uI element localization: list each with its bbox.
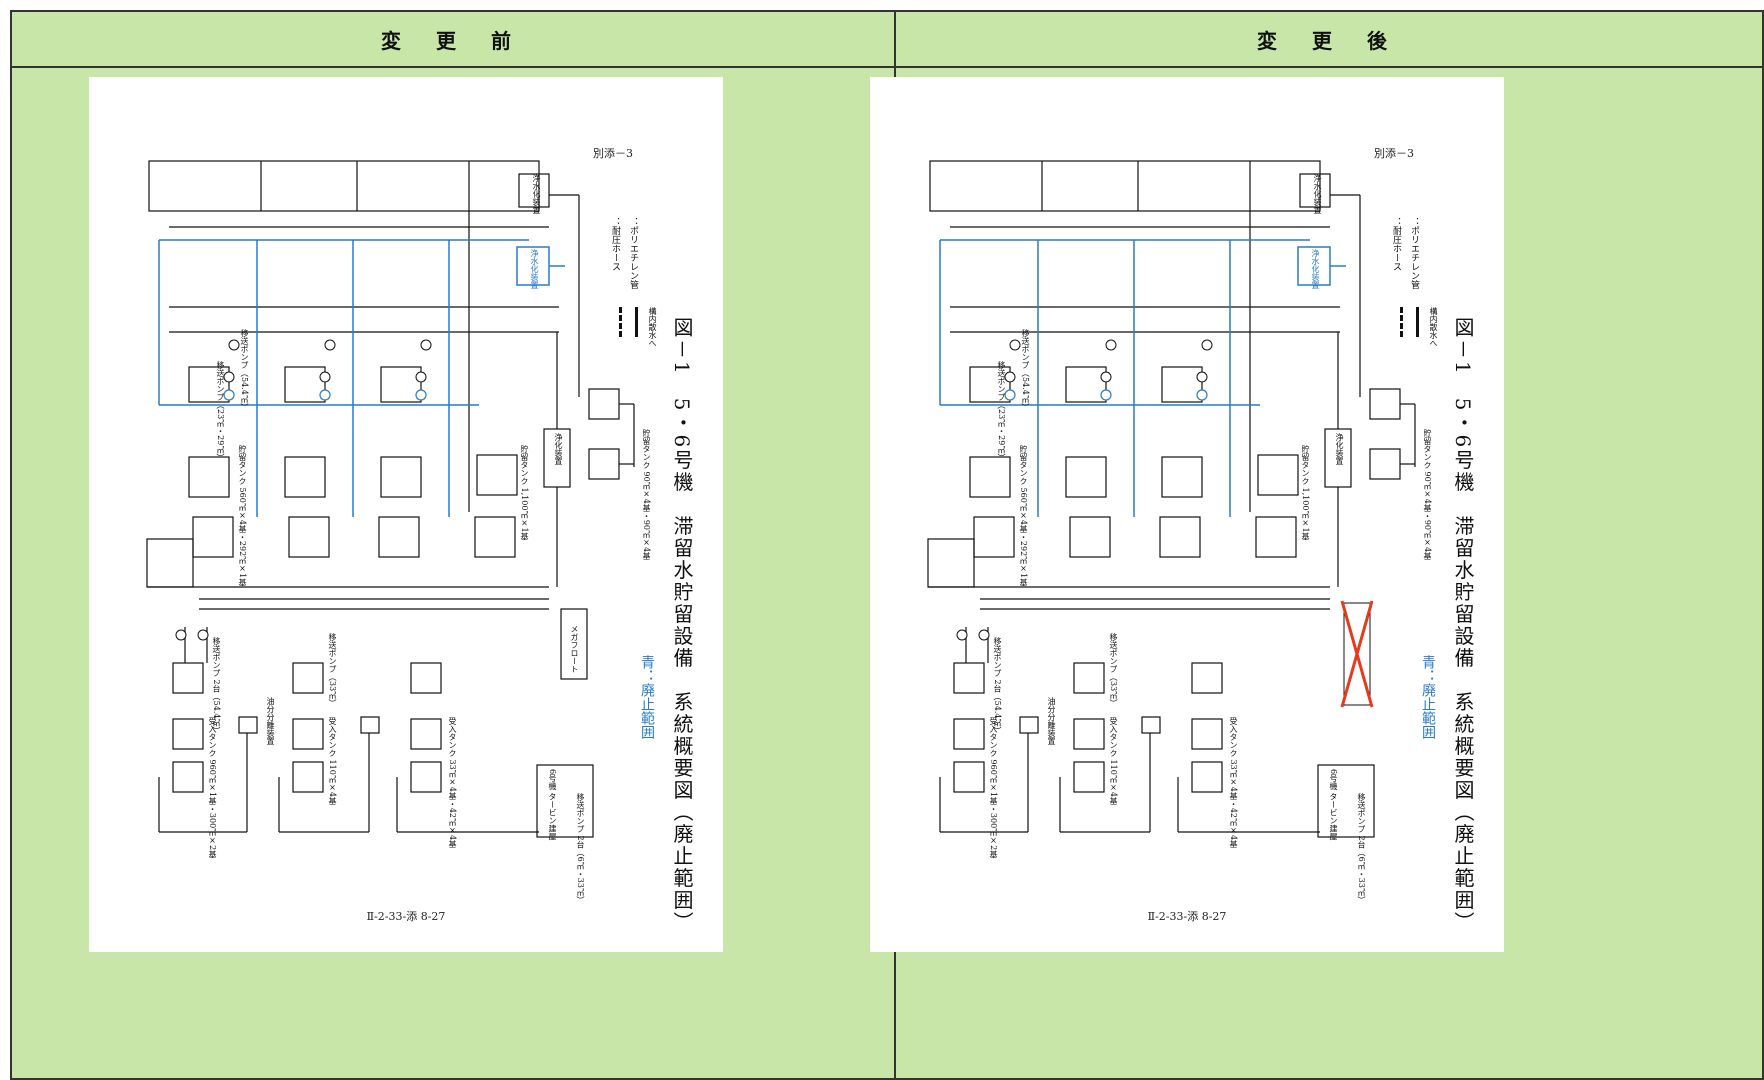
removed-mega-float-mark — [1342, 601, 1372, 707]
header-after: 変 更 後 — [894, 10, 1764, 68]
label-drain: 構内散水へ — [1428, 307, 1439, 347]
label-transfer-pump-e: 移送ポンプ 2台（6㎥・33㎥） — [575, 793, 586, 904]
label-unit6-turbine: 6号機 タービン建屋 — [1328, 769, 1339, 841]
label-unit6-turbine: 6号機 タービン建屋 — [547, 769, 558, 841]
label-storage-tank-d: 貯留タンク 1,100㎥×1基 — [1300, 445, 1311, 541]
label-storage-tank-d: 貯留タンク 1,100㎥×1基 — [519, 445, 530, 541]
label-transfer-pump-b: 移送ポンプ（23㎥・29㎥） — [996, 361, 1007, 461]
label-receiving-tank-b: 受入タンク 110㎥×4基 — [1108, 717, 1119, 805]
label-transfer-pump-a: 移送ポンプ（54.4㎥） — [1020, 329, 1031, 411]
document-page-before: 別添－3 Ⅱ-2-33-添 8-27 図－1 5・6号機 滞留水貯留設備 系統概… — [89, 77, 723, 952]
label-receiving-tank-c: 受入タンク 33㎥×4基・42㎥×4基 — [447, 717, 458, 848]
header-before: 変 更 前 — [10, 10, 896, 68]
label-receiving-tank-a: 受入タンク 960㎥×1基・300㎥×2基 — [207, 717, 218, 858]
label-transfer-pump-d: 移送ポンプ（33㎥） — [327, 633, 338, 707]
document-page-after: 別添－3 Ⅱ-2-33-添 8-27 図－1 5・6号機 滞留水貯留設備 系統概… — [870, 77, 1504, 952]
label-purifier-top: 浄水化装置 — [1312, 174, 1323, 214]
label-purification: 浄化装置 — [1334, 433, 1345, 465]
label-drain: 構内散水へ — [647, 307, 658, 347]
label-purifier-top: 浄水化装置 — [531, 174, 542, 214]
label-receiving-tank-c: 受入タンク 33㎥×4基・42㎥×4基 — [1228, 717, 1239, 848]
label-receiving-tank-b: 受入タンク 110㎥×4基 — [327, 717, 338, 805]
label-oil-separator: 油分分離装置 — [265, 697, 276, 745]
label-mega-float: メガフロート — [569, 625, 580, 673]
label-storage-tank-right: 貯留タンク 90㎥×4基・90㎥×4基 — [1422, 429, 1433, 560]
label-purification: 浄化装置 — [553, 433, 564, 465]
label-purifier-blue: 浄水化装置 — [529, 249, 540, 289]
label-storage-tank-a: 貯留タンク 560㎥×4基・292㎥×1基 — [1018, 445, 1029, 586]
system-diagram — [89, 77, 723, 952]
label-oil-separator: 油分分離装置 — [1046, 697, 1057, 745]
label-transfer-pump-d: 移送ポンプ（33㎥） — [1108, 633, 1119, 707]
label-purifier-blue: 浄水化装置 — [1310, 249, 1321, 289]
system-diagram — [870, 77, 1504, 952]
label-receiving-tank-a: 受入タンク 960㎥×1基・300㎥×2基 — [988, 717, 999, 858]
label-transfer-pump-e: 移送ポンプ 2台（6㎥・33㎥） — [1356, 793, 1367, 904]
label-transfer-pump-a: 移送ポンプ（54.4㎥） — [239, 329, 250, 411]
label-storage-tank-right: 貯留タンク 90㎥×4基・90㎥×4基 — [641, 429, 652, 560]
label-storage-tank-a: 貯留タンク 560㎥×4基・292㎥×1基 — [237, 445, 248, 586]
label-transfer-pump-b: 移送ポンプ（23㎥・29㎥） — [215, 361, 226, 461]
